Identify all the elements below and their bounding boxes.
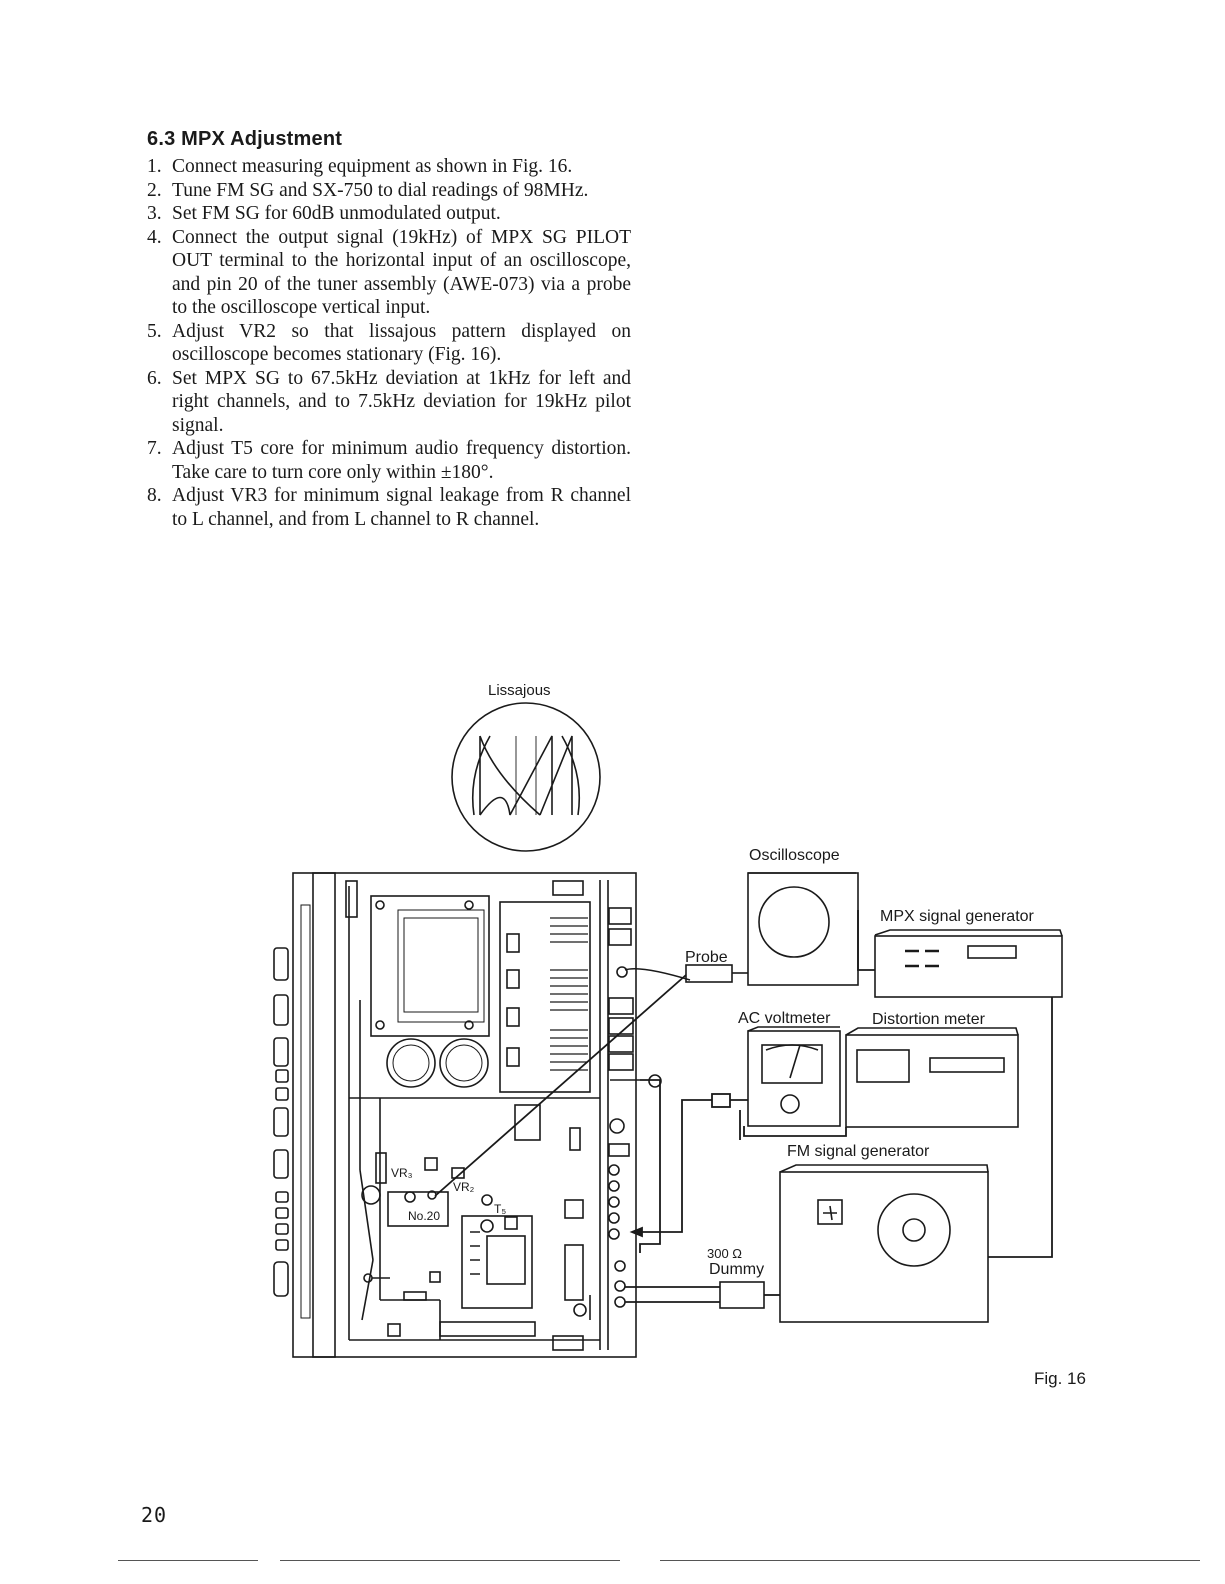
step-item: 4. Connect the output signal (19kHz) of M…	[147, 226, 631, 320]
step-text: Adjust T5 core for minimum audio frequen…	[172, 438, 631, 483]
step-number: 5.	[147, 320, 162, 342]
step-item: 7. Adjust T5 core for minimum audio frequ…	[147, 437, 631, 484]
step-item: 2. Tune FM SG and SX-750 to dial readings…	[147, 179, 631, 203]
vr3-label: VR₃	[391, 1166, 413, 1180]
distortion-meter-label: Distortion meter	[872, 1011, 986, 1028]
probe	[685, 964, 748, 983]
step-item: 8. Adjust VR3 for minimum signal leakage …	[147, 484, 631, 531]
step-text: Adjust VR2 so that lissajous pattern dis…	[172, 320, 631, 366]
step-text: Set MPX SG to 67.5kHz deviation at 1kHz …	[172, 367, 631, 436]
step-number: 2.	[147, 179, 162, 201]
step-text: Connect measuring equipment as shown in …	[172, 156, 573, 177]
step-text: Connect the output signal (19kHz) of MPX…	[172, 226, 631, 319]
wiring	[434, 910, 1053, 1303]
lissajous-pattern	[451, 702, 601, 852]
oscilloscope-label: Oscilloscope	[749, 847, 840, 864]
distortion-meter	[845, 1027, 1019, 1128]
mpx-sg-label: MPX signal generator	[880, 908, 1035, 925]
step-number: 1.	[147, 156, 162, 177]
lissajous-label: Lissajous	[488, 682, 551, 699]
step-item: 5. Adjust VR2 so that lissajous pattern d…	[147, 320, 631, 367]
step-number: 3.	[147, 203, 162, 224]
footer-rule	[660, 1560, 1200, 1561]
dummy-label: Dummy	[709, 1261, 764, 1278]
step-text: Tune FM SG and SX-750 to dial readings o…	[172, 179, 589, 201]
section-heading: 6.3 MPX Adjustment	[147, 128, 343, 150]
pin-20-label: No.20	[408, 1209, 440, 1223]
dummy-value-label: 300 Ω	[707, 1246, 742, 1261]
step-number: 6.	[147, 367, 162, 389]
footer-rule	[118, 1560, 258, 1561]
step-number: 4.	[147, 226, 162, 248]
probe-label: Probe	[685, 949, 728, 966]
t5-label: T₅	[494, 1202, 506, 1216]
step-number: 8.	[147, 485, 162, 506]
procedure-steps: 1. Connect measuring equipment as shown i…	[147, 155, 631, 531]
step-item: 1. Connect measuring equipment as shown i…	[147, 155, 631, 179]
dummy-load	[719, 1281, 765, 1309]
step-item: 6. Set MPX SG to 67.5kHz deviation at 1kH…	[147, 367, 631, 438]
page-number: 20	[141, 1503, 168, 1527]
step-text: Set FM SG for 60dB unmodulated output.	[172, 203, 501, 224]
receiver-chassis	[273, 872, 691, 1358]
ac-voltmeter-label: AC voltmeter	[738, 1010, 831, 1027]
step-text: Adjust VR3 for minimum signal leakage fr…	[172, 485, 631, 530]
mpx-signal-generator	[874, 929, 1063, 998]
oscilloscope-instrument	[747, 872, 859, 986]
vr2-label: VR₂	[453, 1180, 475, 1194]
fm-sg-label: FM signal generator	[787, 1143, 930, 1160]
step-item: 3. Set FM SG for 60dB unmodulated output.	[147, 202, 631, 226]
step-number: 7.	[147, 438, 162, 459]
figure-caption: Fig. 16	[1034, 1369, 1086, 1388]
footer-rule	[280, 1560, 620, 1561]
fm-signal-generator	[779, 1164, 989, 1323]
ac-voltmeter	[747, 1026, 841, 1127]
